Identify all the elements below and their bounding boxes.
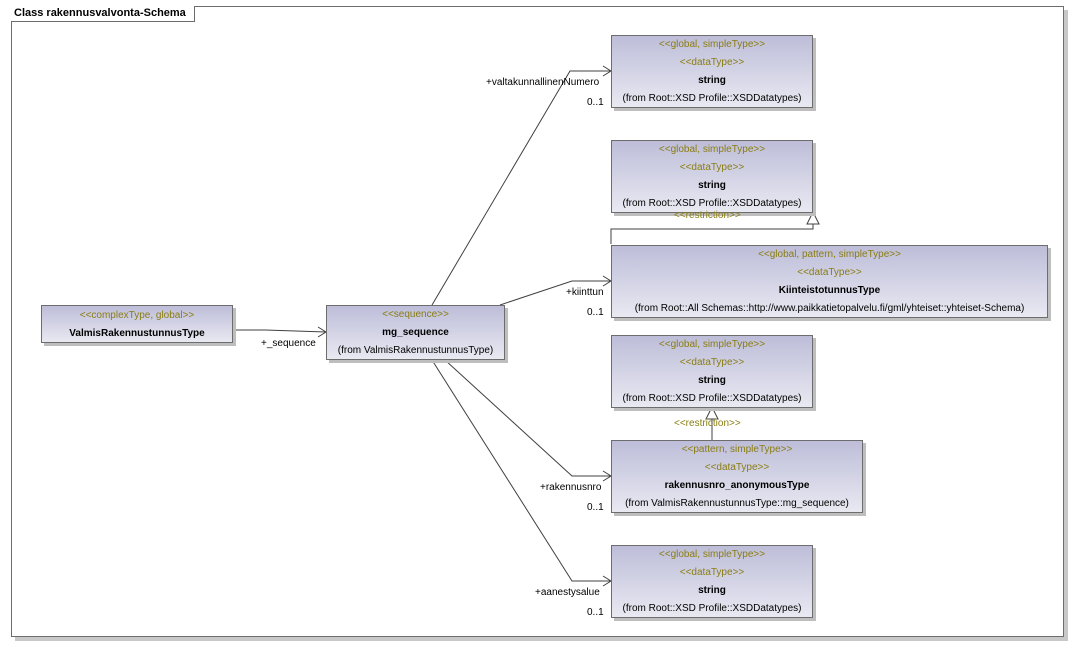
class-name: KiinteistotunnusType (778, 285, 881, 296)
role-rakennusnro: +rakennusnro (540, 482, 602, 493)
class-namespace: (from ValmisRakennustunnusType::mg_seque… (625, 498, 849, 509)
stereotype-label: <<global, pattern, simpleType>> (758, 249, 901, 260)
class-namespace: (from Root::XSD Profile::XSDDatatypes) (622, 393, 802, 404)
multiplicity-valtakunnallinen: 0..1 (587, 97, 604, 108)
stereotype-label: <<dataType>> (679, 162, 745, 173)
role-kiinttun: +kiinttun (566, 287, 604, 298)
role-aanestysalue: +aanestysalue (535, 587, 600, 598)
generalization-restriction1-line (610, 224, 814, 244)
class-name: ValmisRakennustunnusType (69, 328, 205, 339)
stereotype-label: <<global, simpleType>> (658, 39, 766, 50)
stereotype-label: <<complexType, global>> (79, 310, 195, 321)
restriction-label-2: <<restriction>> (674, 418, 741, 429)
generalization-restriction2-head (705, 405, 719, 420)
stereotype-label: <<global, simpleType>> (658, 144, 766, 155)
class-string-1[interactable]: <<global, simpleType>> <<dataType>> stri… (611, 35, 813, 108)
class-namespace: (from Root::XSD Profile::XSDDatatypes) (622, 93, 802, 104)
class-kiinteistotunnus-type[interactable]: <<global, pattern, simpleType>> <<dataTy… (611, 245, 1048, 318)
class-valmis-rakennustunnus-type[interactable]: <<complexType, global>> ValmisRakennustu… (41, 305, 233, 343)
stereotype-label: <<pattern, simpleType>> (681, 444, 793, 455)
class-name: string (698, 180, 726, 191)
assoc-kiinttun-line (499, 280, 611, 306)
class-name: mg_sequence (382, 327, 449, 338)
class-name: string (698, 75, 726, 86)
multiplicity-aanestysalue: 0..1 (587, 607, 604, 618)
multiplicity-kiinttun: 0..1 (587, 307, 604, 318)
stereotype-label: <<global, simpleType>> (658, 339, 766, 350)
class-name: rakennusnro_anonymousType (664, 480, 810, 491)
assoc-aanestysalue-line (431, 359, 611, 582)
class-name: string (698, 585, 726, 596)
role-sequence: +_sequence (261, 338, 316, 349)
stereotype-label: <<sequence>> (382, 309, 449, 320)
stereotype-label: <<dataType>> (704, 462, 770, 473)
class-namespace: (from Root::XSD Profile::XSDDatatypes) (622, 198, 802, 209)
class-string-4[interactable]: <<global, simpleType>> <<dataType>> stri… (611, 545, 813, 618)
class-string-3[interactable]: <<global, simpleType>> <<dataType>> stri… (611, 335, 813, 408)
diagram-title: Class rakennusvalvonta-Schema (11, 6, 195, 22)
class-mg-sequence[interactable]: <<sequence>> mg_sequence (from ValmisRak… (326, 305, 505, 360)
assoc-rakennusnro-line (444, 359, 611, 477)
restriction-label-1: <<restriction>> (674, 210, 741, 221)
stereotype-label: <<dataType>> (679, 357, 745, 368)
multiplicity-rakennusnro: 0..1 (587, 502, 604, 513)
class-namespace: (from Root::XSD Profile::XSDDatatypes) (622, 603, 802, 614)
class-namespace: (from ValmisRakennustunnusType) (337, 345, 494, 356)
assoc-valtakunnallinen-line (431, 70, 611, 306)
class-name: string (698, 375, 726, 386)
assoc-sequence-line (233, 329, 327, 333)
stereotype-label: <<dataType>> (797, 267, 862, 278)
stereotype-label: <<dataType>> (679, 567, 745, 578)
role-valtakunnallinen-numero: +valtakunnallinenNumero (486, 77, 600, 88)
stereotype-label: <<global, simpleType>> (658, 549, 766, 560)
class-string-2[interactable]: <<global, simpleType>> <<dataType>> stri… (611, 140, 813, 213)
class-namespace: (from Root::All Schemas::http://www.paik… (634, 303, 1025, 314)
generalization-restriction1-head (806, 210, 820, 225)
stereotype-label: <<dataType>> (679, 57, 745, 68)
class-rakennusnro-anonymous-type[interactable]: <<pattern, simpleType>> <<dataType>> rak… (611, 440, 863, 513)
